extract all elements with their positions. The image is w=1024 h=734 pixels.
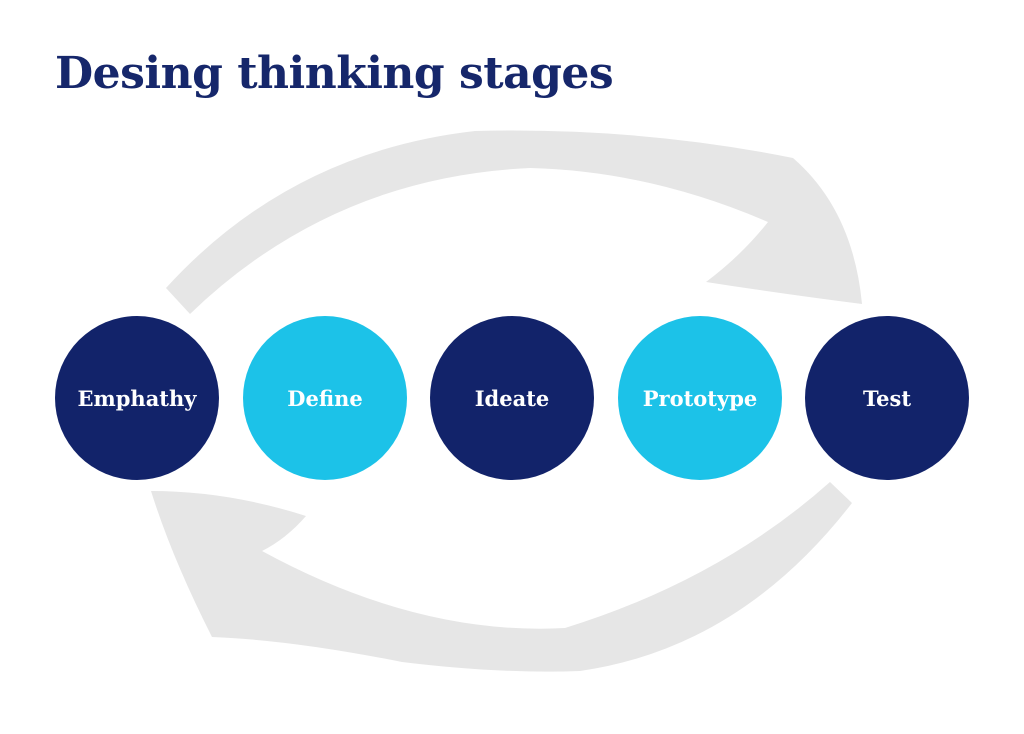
stage-label: Test	[862, 385, 912, 411]
stage-circle-define: Define	[243, 316, 407, 480]
stages-row: Emphathy Define Ideate Prototype Test	[0, 316, 1024, 480]
cycle-arrow-top-right-icon	[166, 130, 862, 314]
stage-label: Define	[287, 385, 363, 411]
cycle-arrow-bottom-left-icon	[151, 482, 852, 672]
stage-label: Prototype	[642, 385, 758, 411]
stage-label: Ideate	[474, 385, 550, 411]
page-title: Desing thinking stages	[55, 48, 614, 99]
stage-circle-emphathy: Emphathy	[55, 316, 219, 480]
stage-circle-test: Test	[805, 316, 969, 480]
stage-label: Emphathy	[77, 385, 197, 411]
stage-circle-ideate: Ideate	[430, 316, 594, 480]
stage-circle-prototype: Prototype	[618, 316, 782, 480]
